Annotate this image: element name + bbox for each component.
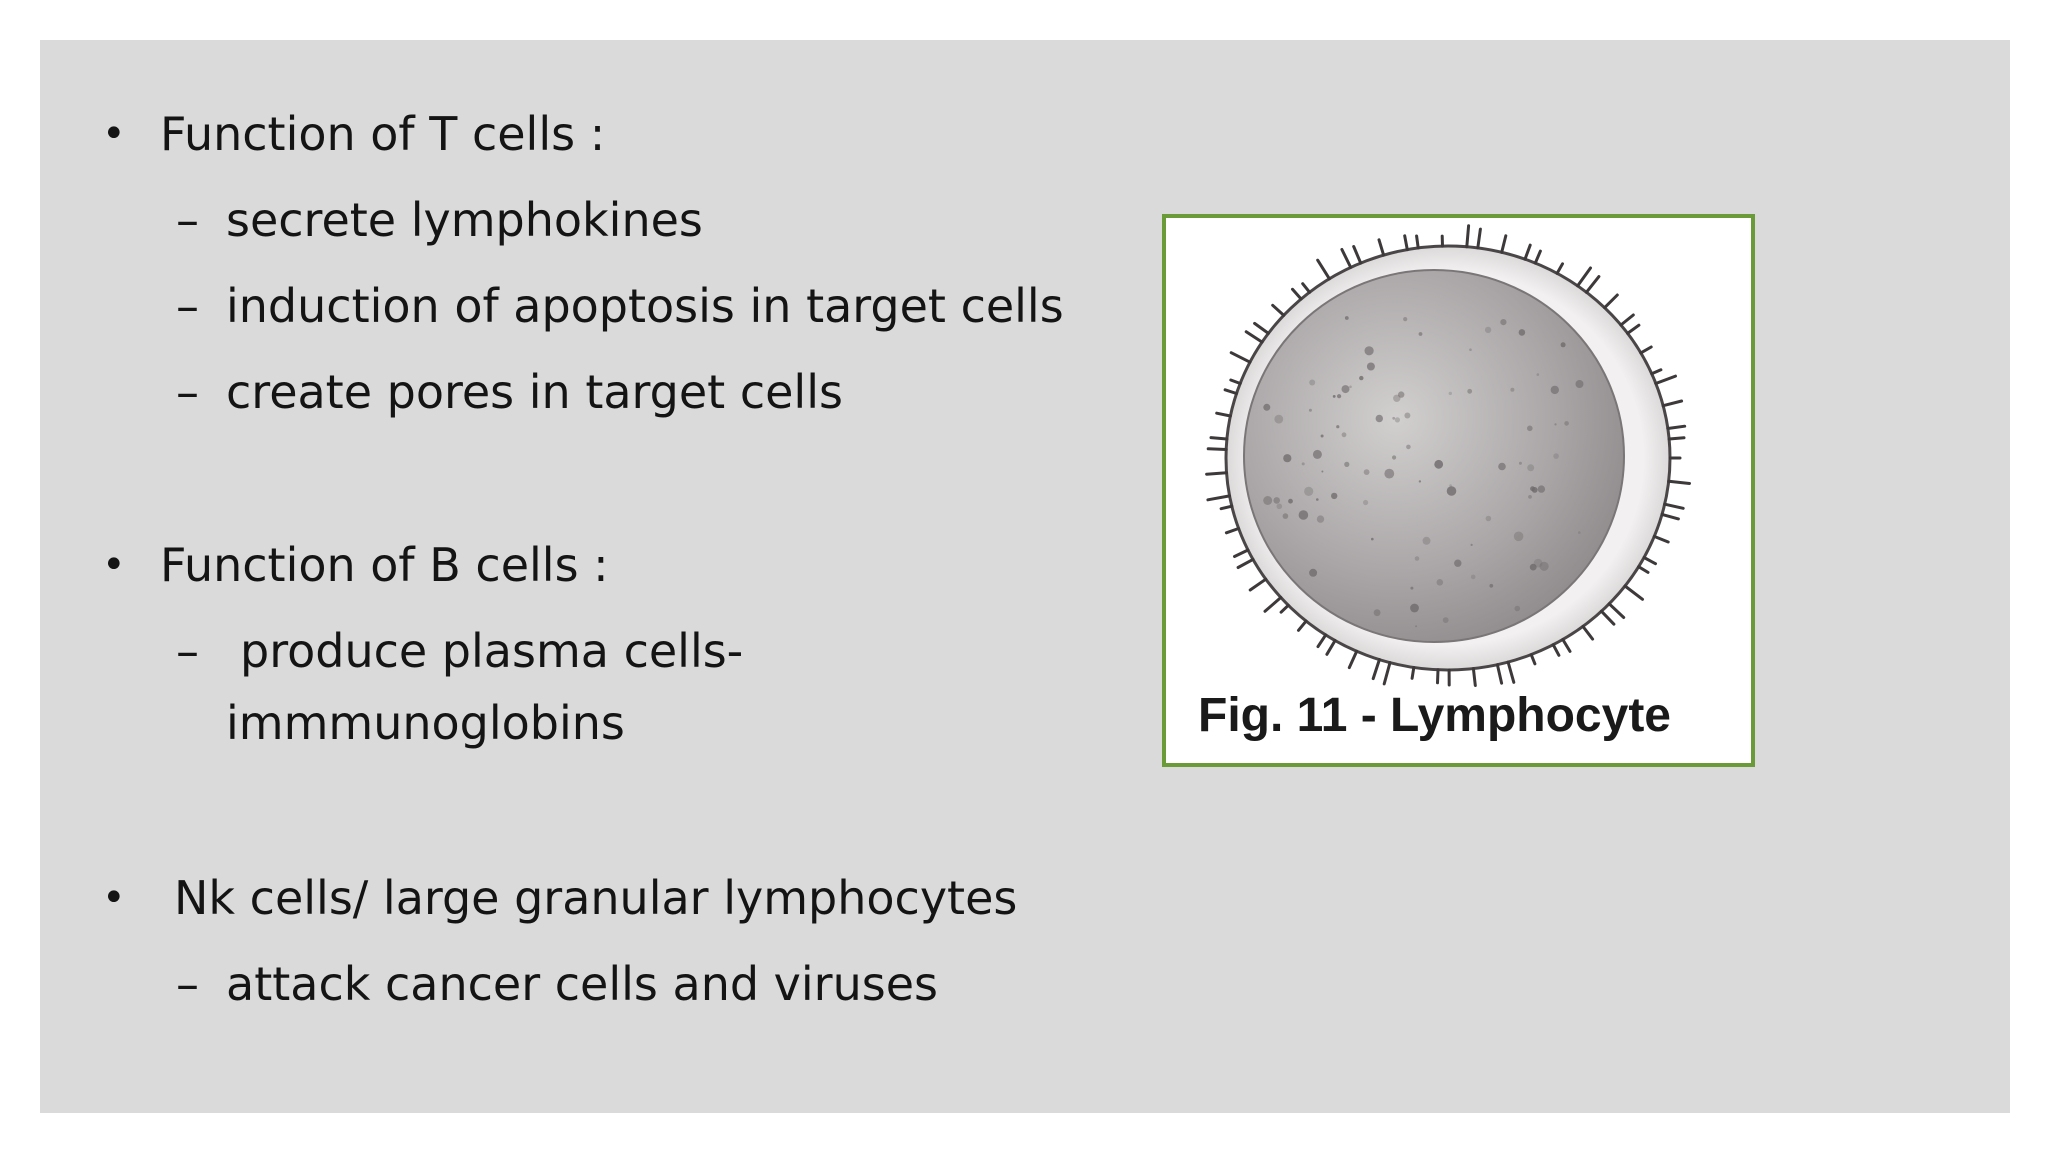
dash-icon: –: [176, 193, 199, 247]
microvilli: [1205, 224, 1691, 687]
bullet-icon: •: [102, 542, 126, 588]
nucleus: [1243, 269, 1625, 643]
chromatin-speckles: [1263, 316, 1584, 628]
list-item-continuation: immmunoglobins: [226, 696, 625, 750]
section-heading-nk-cells: Nk cells/ large granular lymphocytes: [174, 871, 1018, 925]
list-item: induction of apoptosis in target cells: [226, 279, 1064, 333]
bullet-icon: •: [102, 875, 126, 921]
dash-icon: –: [176, 365, 199, 419]
lymphocyte-illustration: [1205, 224, 1691, 687]
list-item: create pores in target cells: [226, 365, 843, 419]
slide: • Function of T cells : – secrete lympho…: [40, 40, 2010, 1113]
list-item: produce plasma cells-: [240, 624, 744, 678]
list-item: attack cancer cells and viruses: [226, 957, 938, 1011]
section-heading-b-cells: Function of B cells :: [160, 538, 609, 592]
section-heading-t-cells: Function of T cells :: [160, 107, 606, 161]
figure-caption: Fig. 11 - Lymphocyte: [1198, 689, 1671, 742]
list-item: secrete lymphokines: [226, 193, 703, 247]
lymphocyte-figure: Fig. 11 - Lymphocyte: [1162, 214, 1755, 767]
bullet-list: • Function of T cells : – secrete lympho…: [40, 40, 1140, 1113]
bullet-icon: •: [102, 111, 126, 157]
dash-icon: –: [176, 624, 199, 678]
dash-icon: –: [176, 279, 199, 333]
dash-icon: –: [176, 957, 199, 1011]
